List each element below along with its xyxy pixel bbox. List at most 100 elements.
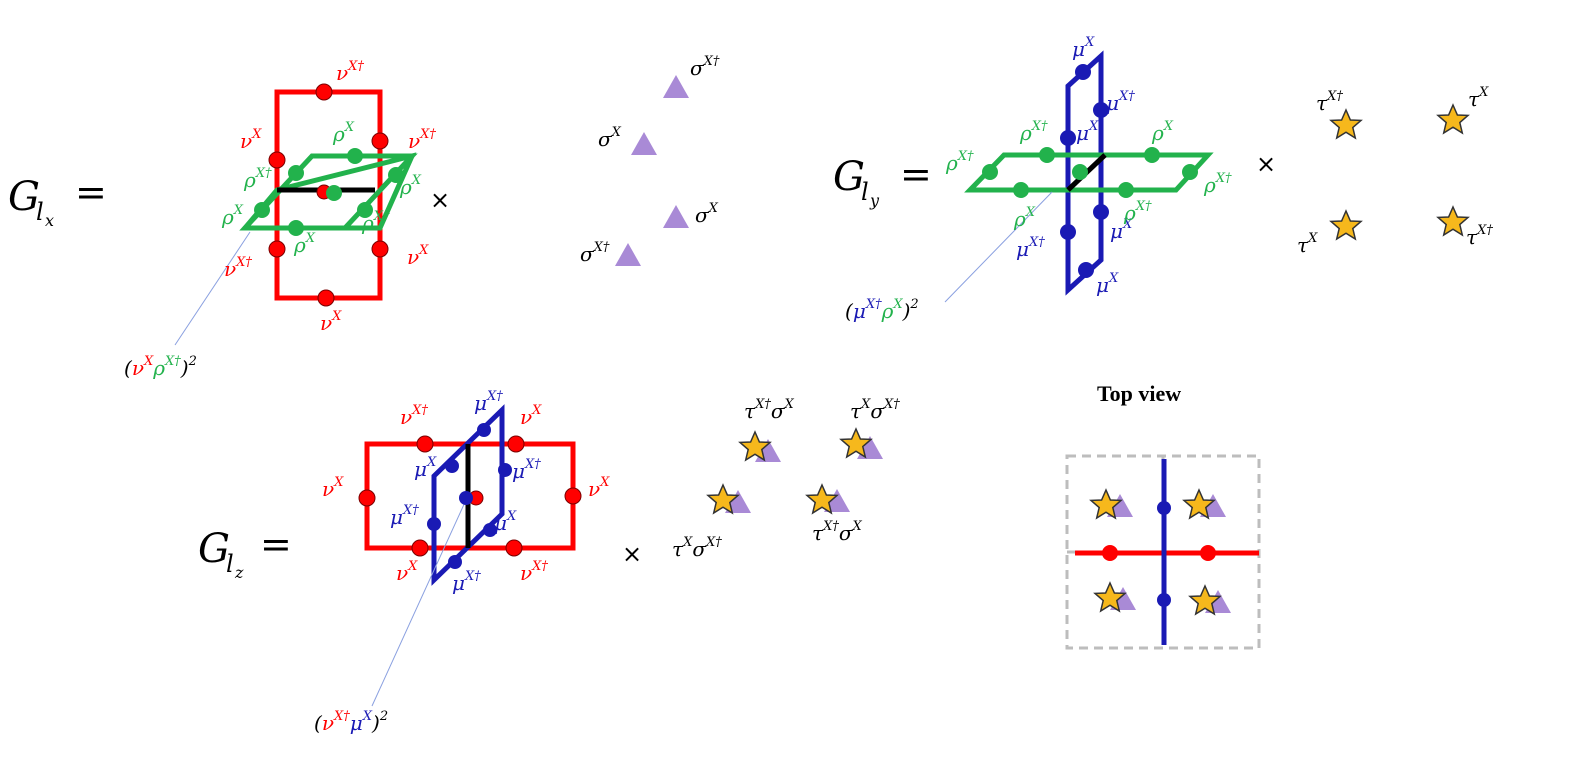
gy-label-rho-front-dag: ρX† <box>1123 199 1152 225</box>
dot-marker <box>326 185 342 201</box>
gy-label-mu-low: μX <box>1110 217 1133 243</box>
gy-plaquette-markers: τX† τX τX τX† <box>1297 85 1493 257</box>
dot-marker <box>388 167 404 183</box>
gy-label-rho-left-dag: ρX† <box>945 149 974 175</box>
gz-label-mu-ul: μX <box>414 455 437 481</box>
svg-text:x: x <box>45 211 54 230</box>
dot-marker <box>1039 147 1055 163</box>
dot-marker <box>416 435 434 453</box>
dot-marker <box>477 423 491 437</box>
gz-equation: G l z = <box>198 522 292 582</box>
gx-label-sigma-1: σX† <box>690 54 720 80</box>
gx-label-rho-right: ρX <box>399 173 422 199</box>
top-view: Top view <box>1065 381 1261 650</box>
dot-marker <box>1072 164 1088 180</box>
gy-label-mu-mid: μX <box>1076 119 1099 145</box>
svg-text:G: G <box>8 174 40 220</box>
dot-marker <box>1118 182 1134 198</box>
gz-pointer-line <box>371 499 467 707</box>
gx-label-sigma-2: σX <box>598 125 622 151</box>
triangle-marker <box>615 243 641 266</box>
dot-marker <box>1078 262 1094 278</box>
gx-equation: G l x = <box>8 170 107 230</box>
gx-label-nu-left: νX <box>240 127 262 153</box>
dot-marker <box>254 202 270 218</box>
gz-operator: νX† νX νX νX νX νX† μX† μX μX† μX† μX μX… <box>314 389 610 735</box>
gx-operator: νX† νX νX† νX† νX νX ρX ρX† ρX ρX ρX† ρX… <box>124 59 436 380</box>
gz-label-mu-ur-dag: μX† <box>512 457 541 483</box>
gz-label-nu-bl: νX <box>396 559 418 585</box>
gz-times-sign: × <box>622 540 642 568</box>
dot-marker <box>1200 545 1216 561</box>
gy-plaquette-lattice <box>1286 2 1574 279</box>
dot-marker <box>1157 593 1171 607</box>
dot-marker <box>445 459 459 473</box>
gy-pointer-line <box>944 191 1053 303</box>
dot-marker <box>371 240 389 258</box>
dot-marker <box>288 165 304 181</box>
gy-operator: μX μX† μX μX μX† μX ρX† ρX† ρX ρX† ρX ρX… <box>845 35 1232 323</box>
gx-label-nu-br: νX <box>407 243 429 269</box>
dot-marker <box>1093 102 1109 118</box>
gz-label-nu-top: νX <box>520 403 542 429</box>
gx-label-nu-top-dag: νX† <box>336 59 364 85</box>
dot-marker <box>459 491 473 505</box>
gx-label-nu-right-dag: νX† <box>408 127 436 153</box>
gx-label-rho-right-dag: ρX† <box>361 209 390 235</box>
dot-marker <box>498 463 512 477</box>
dot-marker <box>317 289 335 307</box>
gx-label-rho-bottom: ρX <box>293 231 316 257</box>
gy-times-sign: × <box>1256 150 1276 178</box>
dot-marker <box>315 83 333 101</box>
gx-label-rho-top: ρX <box>332 120 355 146</box>
dot-marker <box>357 202 373 218</box>
triangle-marker <box>663 75 689 98</box>
dot-marker <box>1093 204 1109 220</box>
gy-label-mu-top: μX <box>1072 35 1095 61</box>
svg-text:=: = <box>75 170 107 214</box>
dot-marker <box>1013 182 1029 198</box>
dot-marker <box>564 487 582 505</box>
svg-text:l: l <box>861 178 869 206</box>
dot-marker <box>1102 545 1118 561</box>
gx-times-sign: × <box>430 186 450 214</box>
gz-label-mu-top-dag: μX† <box>474 389 503 415</box>
gy-label-tau-3: τX <box>1297 231 1318 257</box>
svg-text:z: z <box>234 563 244 582</box>
triangle-marker <box>663 205 689 228</box>
gy-label-rho-right-dag: ρX† <box>1203 171 1232 197</box>
gx-label-rho-left-dag: ρX† <box>243 166 272 192</box>
dot-marker <box>288 220 304 236</box>
dot-marker <box>1157 501 1171 515</box>
dot-marker <box>505 539 523 557</box>
gz-blue-loop <box>431 404 505 586</box>
gy-label-mu-bottom: μX <box>1096 271 1119 297</box>
dot-marker <box>268 151 286 169</box>
dot-marker <box>1060 130 1076 146</box>
dot-marker <box>371 132 389 150</box>
dot-marker <box>507 435 525 453</box>
gx-plaquette-markers: σX† σX σX σX† <box>580 54 720 266</box>
dot-marker <box>358 489 376 507</box>
gy-label-rho-front: ρX <box>1013 205 1036 231</box>
gz-label-nu-br-dag: νX† <box>520 559 548 585</box>
gx-label-rho-left: ρX <box>221 203 244 229</box>
gz-plaquette-lattice <box>655 375 943 657</box>
gz-product-label: (νX†μX)2 <box>314 709 388 735</box>
svg-text:G: G <box>198 526 230 572</box>
dot-marker <box>448 555 462 569</box>
gz-label-ts-2: τXσX† <box>850 397 900 423</box>
svg-text:l: l <box>226 550 234 578</box>
dot-marker <box>268 240 286 258</box>
dot-marker <box>1182 164 1198 180</box>
gz-label-mu-ml-dag: μX† <box>390 503 419 529</box>
gy-label-tau-2: τX <box>1468 85 1489 111</box>
star-marker <box>1330 109 1362 139</box>
gx-label-nu-bl-dag: νX† <box>224 255 252 281</box>
gx-label-nu-bottom: νX <box>320 309 342 335</box>
svg-text:=: = <box>900 152 932 196</box>
gx-label-sigma-3: σX <box>695 201 719 227</box>
svg-text:l: l <box>36 198 44 226</box>
gz-label-ts-1: τX†σX <box>744 397 795 423</box>
gz-label-ts-4: τX†σX <box>812 519 863 545</box>
